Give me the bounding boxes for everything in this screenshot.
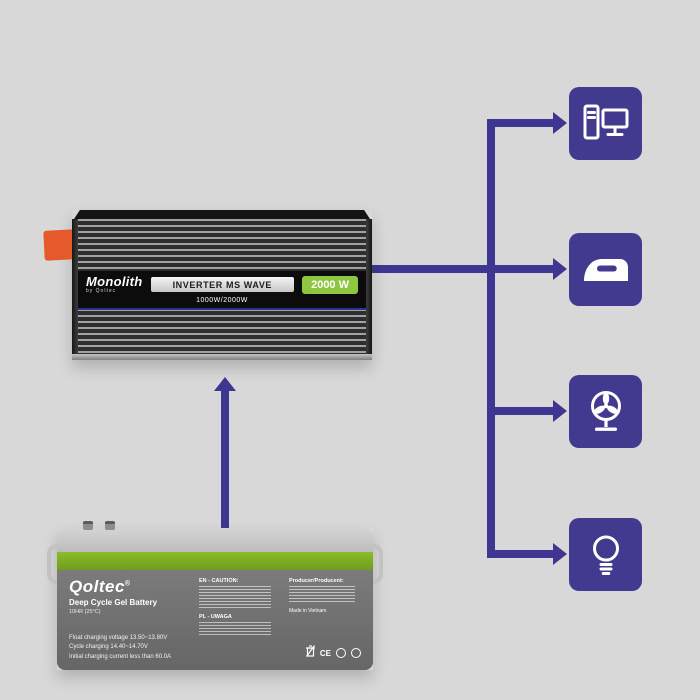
inverter-brand-sub: by Qoltec <box>86 288 117 294</box>
battery-producer-title: Producer/Producent: <box>289 578 344 584</box>
arrowhead-computer <box>553 112 567 134</box>
battery-handle-left <box>47 544 63 584</box>
battery-label-body: Qoltec® Deep Cycle Gel Battery 10HR (25°… <box>57 570 373 670</box>
battery-spec-cycle: Cycle charging 14.40~14.70V <box>69 644 148 651</box>
inverter-brand: Monolith by Qoltec <box>86 275 143 294</box>
device-box-fan <box>569 375 642 448</box>
recycle-mark-icon <box>336 648 346 658</box>
arrow-inverter-feed <box>372 265 553 273</box>
battery-producer-column: Producer/Producent: Made in Vietnam <box>289 578 363 614</box>
inverter-power-badge: 2000 W <box>302 275 358 294</box>
bulb-icon <box>582 532 630 578</box>
arrowhead-bulb <box>553 543 567 565</box>
fine-print-en <box>199 586 271 610</box>
battery-spec-float: Float charging voltage 13.50~13.80V <box>69 635 168 642</box>
battery-rating: 10HR (25°C) <box>69 609 101 615</box>
certification-mark-icon <box>351 648 361 658</box>
battery-lid <box>57 521 373 552</box>
fine-print-producer <box>289 586 355 604</box>
battery-caution-column: EN - CAUTION: PL - UWAGA <box>199 578 277 641</box>
battery-brand-reg: ® <box>124 580 131 588</box>
computer-icon <box>582 103 630 145</box>
inverter-brand-name: Monolith <box>86 274 143 289</box>
battery-certifications: CE <box>305 644 361 662</box>
inverter-power-rating: 1000W/2000W <box>196 297 248 304</box>
inverter-model-label: INVERTER MS WAVE <box>150 277 295 292</box>
fine-print-pl <box>199 622 271 637</box>
battery-spec-lines: Float charging voltage 13.50~13.80V Cycl… <box>69 634 171 662</box>
inverter-end-cap-left <box>72 219 78 360</box>
device-box-bulb <box>569 518 642 591</box>
arrowhead-fan <box>553 400 567 422</box>
battery-made-in: Made in Vietnam <box>289 608 327 614</box>
crossed-bin-icon <box>305 644 315 662</box>
arrow-branch-computer <box>487 119 553 127</box>
arrowhead-iron <box>553 258 567 280</box>
battery-handle-right <box>367 544 383 584</box>
ce-mark: CE <box>319 648 331 658</box>
inverter-base-strip <box>72 354 372 360</box>
arrow-battery-to-inverter <box>221 390 229 528</box>
inverter-label-band: Monolith by Qoltec INVERTER MS WAVE 2000… <box>78 271 366 310</box>
inverter-device: Monolith by Qoltec INVERTER MS WAVE 2000… <box>43 210 372 360</box>
inverter-end-cap-right <box>366 219 372 360</box>
device-box-computer <box>569 87 642 160</box>
inverter-top-face <box>74 210 370 219</box>
inverter-ribbed-body: Monolith by Qoltec INVERTER MS WAVE 2000… <box>72 219 372 360</box>
battery-device: Qoltec® Deep Cycle Gel Battery 10HR (25°… <box>47 521 383 670</box>
battery-terminal-negative <box>105 521 115 530</box>
battery-caution-pl-title: PL - UWAGA <box>199 614 232 620</box>
arrowhead-battery-to-inverter <box>214 377 236 391</box>
arrow-branch-fan <box>487 407 553 415</box>
battery-brand-name: Qoltec <box>69 577 125 596</box>
battery-product-name: Deep Cycle Gel Battery <box>69 598 158 607</box>
battery-terminal-positive <box>83 521 93 530</box>
battery-green-band <box>57 552 373 570</box>
fan-icon <box>582 389 630 435</box>
arrow-branch-bulb <box>487 550 553 558</box>
iron-icon <box>582 253 630 287</box>
battery-spec-initial: Initial charging current less than 60.0A <box>69 653 172 660</box>
battery-brand: Qoltec® <box>69 578 361 595</box>
battery-caution-en-title: EN - CAUTION: <box>199 578 239 584</box>
arrow-trunk <box>487 119 495 558</box>
device-box-iron <box>569 233 642 306</box>
